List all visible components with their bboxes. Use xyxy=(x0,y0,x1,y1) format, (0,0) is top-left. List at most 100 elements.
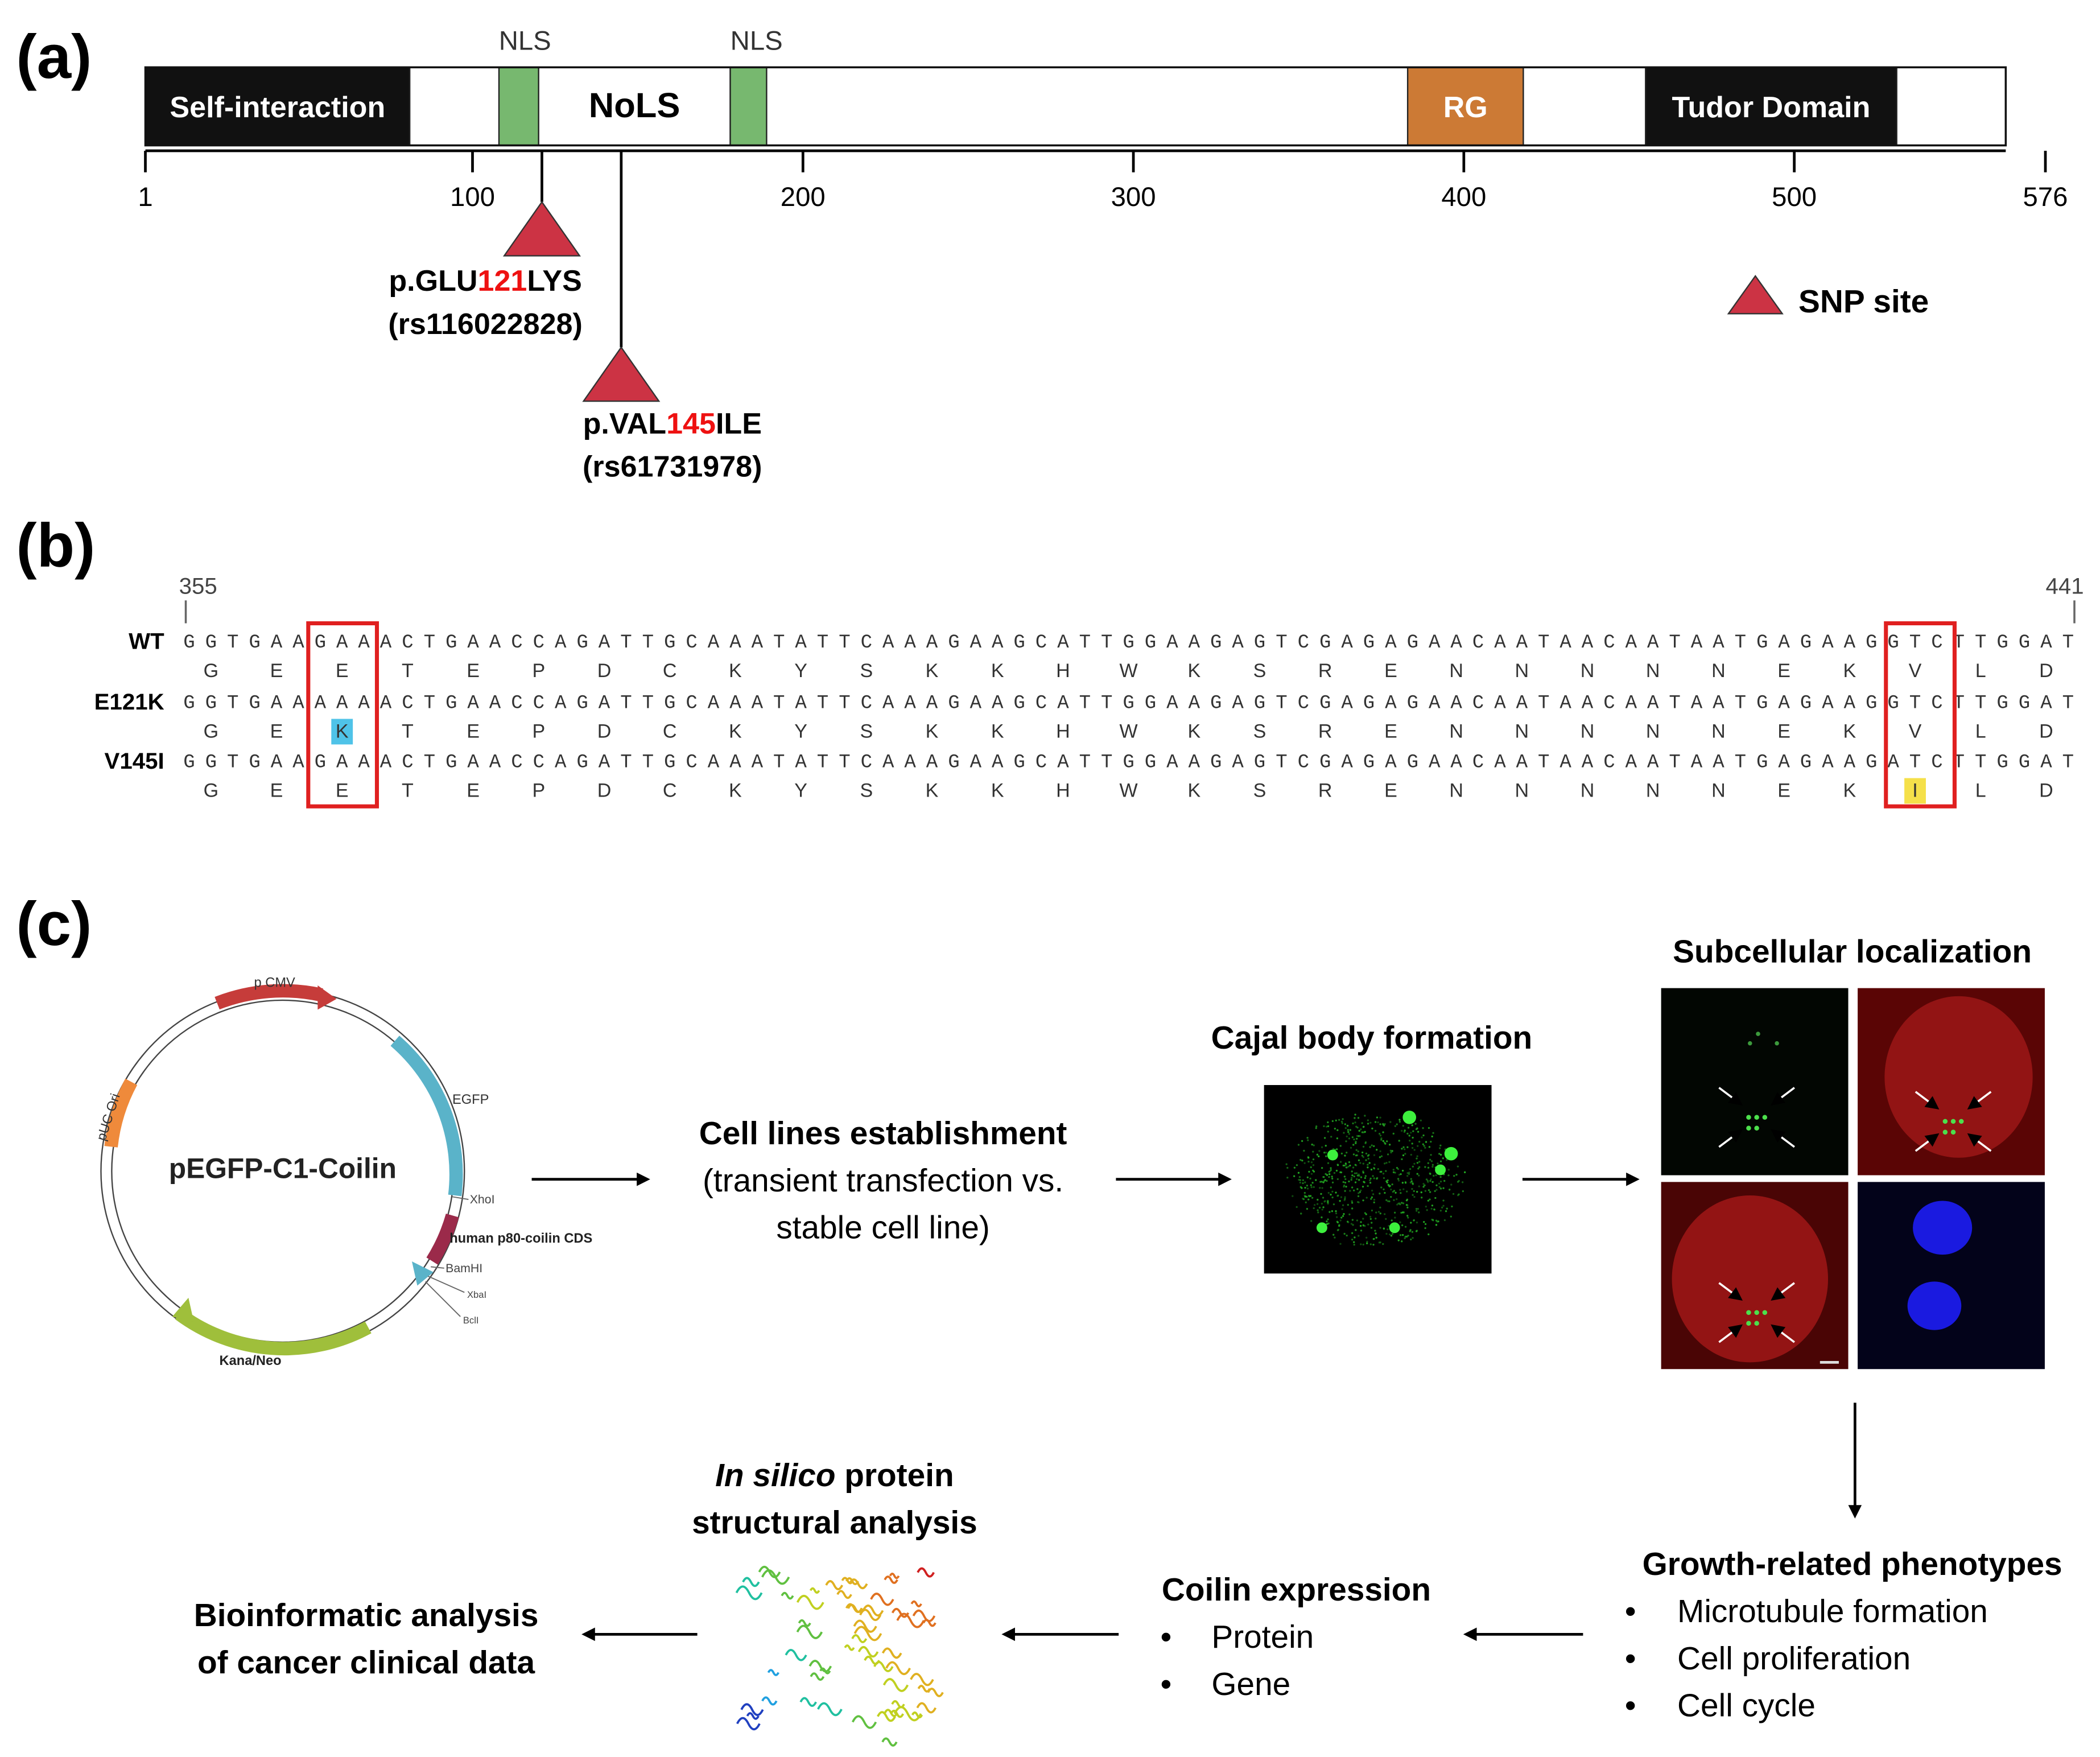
nucleotide: T xyxy=(1101,693,1112,715)
nucleotide: C xyxy=(1298,693,1309,715)
nucleotide: G xyxy=(1363,693,1375,715)
nucleotide: T xyxy=(227,693,238,715)
nls-label-1: NLS xyxy=(499,26,551,56)
nucleotide: T xyxy=(1079,693,1091,715)
nucleotide: A xyxy=(1887,752,1899,774)
nucleotide: G xyxy=(1996,632,2008,654)
nucleotide: A xyxy=(1057,693,1069,715)
nucleotide: T xyxy=(1909,752,1921,774)
cajal-title: Cajal body formation xyxy=(1211,1020,1533,1056)
amino-acid: T xyxy=(402,780,414,802)
nucleotide: G xyxy=(1866,693,1877,715)
nucleotide: A xyxy=(599,632,610,654)
amino-acid: P xyxy=(532,660,545,682)
amino-acid: K xyxy=(1187,780,1200,802)
coilin-cds-label: human p80-coilin CDS xyxy=(449,1231,592,1246)
amino-acid: E xyxy=(270,780,283,802)
nucleotide: A xyxy=(1559,752,1571,774)
nucleotide: A xyxy=(708,632,720,654)
nucleotide: G xyxy=(249,752,260,774)
nucleotide: A xyxy=(1166,693,1178,715)
domain-self-interaction xyxy=(145,67,411,146)
amino-acid: D xyxy=(597,780,612,802)
nucleotide: A xyxy=(1647,632,1659,654)
amino-acid: H xyxy=(1056,780,1070,802)
amino-acid: Y xyxy=(794,721,807,743)
nucleotide: G xyxy=(1756,752,1768,774)
amino-acid: N xyxy=(1449,721,1463,743)
nucleotide: A xyxy=(882,693,894,715)
growth-bullet-3: • xyxy=(1625,1688,1636,1724)
nucleotide: T xyxy=(1975,693,1986,715)
cajal-image xyxy=(1264,1084,1492,1274)
axis-tick-label: 500 xyxy=(1772,182,1817,212)
amino-acid: E xyxy=(1384,660,1397,682)
expression-title: Coilin expression xyxy=(1162,1572,1431,1608)
nucleotide: T xyxy=(773,752,785,774)
nucleotide: G xyxy=(1145,693,1156,715)
snp-legend: SNP site xyxy=(1727,274,1929,320)
nucleotide: G xyxy=(1887,693,1899,715)
amino-acid: E xyxy=(467,660,480,682)
nucleotide: T xyxy=(2062,632,2074,654)
domain-label: NoLS xyxy=(589,86,680,125)
cell-lines-line2: (transient transfection vs. xyxy=(703,1163,1063,1199)
nucleotide: T xyxy=(1276,752,1287,774)
growth-bullet-2: • xyxy=(1625,1641,1636,1677)
nucleotide: G xyxy=(1319,693,1331,715)
nucleotide: A xyxy=(271,752,283,774)
nucleotide: A xyxy=(555,693,567,715)
nucleotide: C xyxy=(1035,752,1047,774)
nucleotide: C xyxy=(1035,632,1047,654)
nucleotide: G xyxy=(1866,632,1877,654)
nucleotide: A xyxy=(380,752,392,774)
nucleotide: A xyxy=(729,752,741,774)
nucleotide: G xyxy=(948,693,959,715)
nucleotide: A xyxy=(1778,632,1790,654)
nucleotide: T xyxy=(1538,693,1549,715)
nucleotide: A xyxy=(1844,752,1856,774)
nucleotide: G xyxy=(1123,752,1134,774)
nucleotide: A xyxy=(1232,632,1244,654)
nucleotide: A xyxy=(1625,632,1637,654)
amino-acid: E xyxy=(336,660,349,682)
domain-nls-1 xyxy=(498,67,539,146)
nucleotide: A xyxy=(1494,632,1506,654)
nucleotide: A xyxy=(708,693,720,715)
amino-acid: W xyxy=(1120,660,1138,682)
nucleotide: C xyxy=(1298,752,1309,774)
nucleotide: A xyxy=(1582,693,1594,715)
nucleotide: G xyxy=(1756,693,1768,715)
nucleotide: A xyxy=(292,752,304,774)
nucleotide: G xyxy=(2019,632,2030,654)
amino-acid: L xyxy=(1975,780,1986,802)
nucleotide: A xyxy=(1429,752,1441,774)
nucleotide: C xyxy=(861,752,872,774)
nucleotide: G xyxy=(664,632,675,654)
nucleotide: A xyxy=(1625,752,1637,774)
nucleotide: C xyxy=(533,752,544,774)
nucleotide: A xyxy=(752,632,764,654)
nucleotide: G xyxy=(1363,752,1375,774)
nucleotide: T xyxy=(424,693,435,715)
nucleotide: T xyxy=(2062,752,2074,774)
nucleotide: G xyxy=(205,632,217,654)
nucleotide: A xyxy=(1625,693,1637,715)
nucleotide: C xyxy=(1472,693,1484,715)
cell-lines-title: Cell lines establishment xyxy=(699,1116,1067,1152)
nucleotide: A xyxy=(1341,752,1353,774)
axis-tick-label: 576 xyxy=(2023,182,2068,212)
nucleotide: A xyxy=(599,693,610,715)
amino-acid: T xyxy=(402,660,414,682)
amino-acid: N xyxy=(1515,660,1529,682)
nucleotide: A xyxy=(926,632,938,654)
nucleotide: A xyxy=(336,693,348,715)
amino-acid: C xyxy=(663,660,677,682)
nucleotide: A xyxy=(555,752,567,774)
nucleotide: A xyxy=(1450,752,1462,774)
nucleotide: G xyxy=(1210,693,1222,715)
cajal-speckles xyxy=(1285,1110,1466,1246)
amino-acid: K xyxy=(991,660,1004,682)
nucleotide: G xyxy=(576,632,588,654)
